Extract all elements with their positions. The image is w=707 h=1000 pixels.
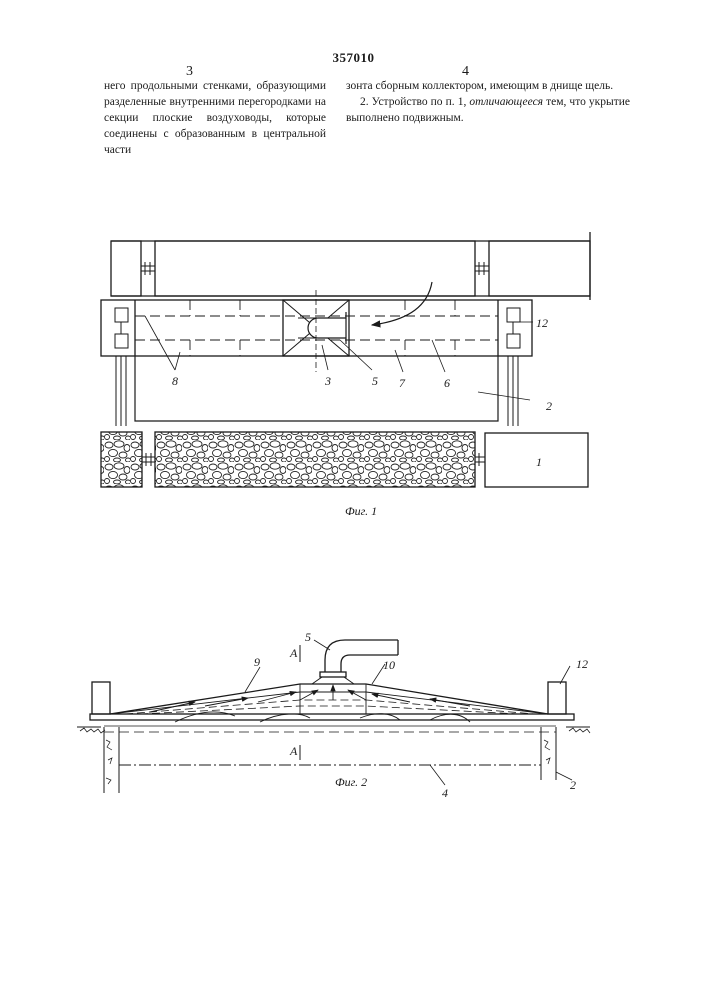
fig1-label-8: 8 — [172, 374, 178, 388]
fig1-label-5: 5 — [372, 374, 378, 388]
fig2-base-platform — [90, 714, 574, 720]
fig1-label-6: 6 — [444, 376, 450, 390]
fig1-label-1: 1 — [536, 455, 542, 469]
fig2-end-block-right — [548, 682, 566, 714]
fig1-label-2: 2 — [546, 399, 552, 413]
fig1-bottom-rail — [101, 432, 588, 487]
fig1-label-7: 7 — [399, 376, 406, 390]
fig1-label-3: 3 — [324, 374, 331, 388]
fig2-caption: Фиг. 2 — [335, 775, 367, 789]
fig1-labels: 8 3 5 7 6 2 12 1 Фиг. 1 — [172, 316, 552, 518]
fig2-label-5: 5 — [305, 630, 311, 644]
fig2-label-section-a-top: А — [289, 646, 298, 660]
figure-1 — [101, 232, 590, 487]
fig2-ground — [77, 727, 590, 793]
fig2-end-block-left — [92, 682, 110, 714]
fig2-label-4: 4 — [442, 786, 448, 800]
fig1-top-rail — [111, 232, 590, 300]
fig2-label-10: 10 — [383, 658, 395, 672]
fig2-hood-roof — [110, 684, 548, 714]
fig2-label-9: 9 — [254, 655, 260, 669]
fig1-label-12: 12 — [536, 316, 548, 330]
fig2-label-12: 12 — [576, 657, 588, 671]
fig2-label-section-a-bottom: А — [289, 744, 298, 758]
figure-2 — [77, 640, 590, 793]
fig1-caption: Фиг. 1 — [345, 504, 377, 518]
fig2-label-2: 2 — [570, 778, 576, 792]
fig1-hood — [101, 282, 532, 426]
